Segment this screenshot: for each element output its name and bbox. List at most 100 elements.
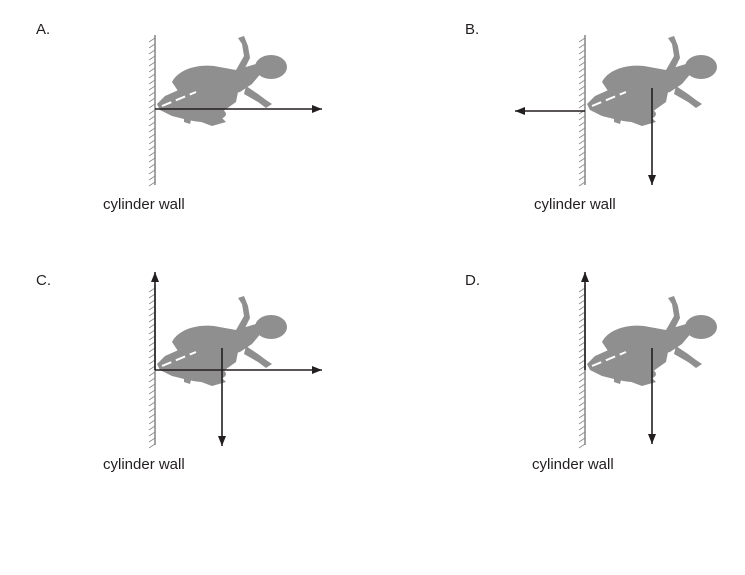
wall-hatch (148, 103, 156, 109)
panel-b: B. cylinder wall (0, 0, 717, 260)
wall-hatch (578, 377, 586, 383)
lower-arm (674, 86, 702, 108)
wall-hatch (148, 79, 156, 85)
wall-hatch (148, 401, 156, 407)
wall-hatch (578, 293, 586, 299)
wall-hatch (578, 323, 586, 329)
wall-hatch (148, 127, 156, 133)
force-arrows (155, 105, 322, 113)
bike-stripe (161, 351, 197, 367)
rider-silhouette (157, 296, 287, 386)
wall-hatch (578, 181, 586, 187)
wall-hatch (148, 323, 156, 329)
rider-silhouette (157, 36, 287, 126)
wall-hatch (578, 115, 586, 121)
panel-d-diagram (578, 272, 717, 449)
wall-hatch (578, 443, 586, 449)
wall-hatch (578, 431, 586, 437)
wall-hatch (578, 121, 586, 127)
panel-c-diagram (148, 272, 322, 449)
cylinder-wall (148, 35, 156, 187)
wall-caption: cylinder wall (534, 196, 616, 213)
wall-hatch (148, 43, 156, 49)
wall-hatch (148, 293, 156, 299)
wall-hatch (148, 175, 156, 181)
arrow-left-head (515, 107, 525, 115)
lower-arm (244, 346, 272, 368)
wall-hatch (148, 91, 156, 97)
wall-caption: cylinder wall (532, 456, 614, 473)
wall-hatch (148, 353, 156, 359)
wall-hatch (578, 341, 586, 347)
helmet-shape (255, 55, 287, 79)
wall-hatch (148, 347, 156, 353)
wall-hatch (578, 91, 586, 97)
wall-hatch (148, 317, 156, 323)
panel-letter: A. (36, 21, 51, 38)
panel-a: A. cylinder wall (0, 0, 370, 260)
wall-hatch (578, 311, 586, 317)
wall-hatch (148, 139, 156, 145)
helmet-shape (685, 315, 717, 339)
leg-shape (184, 368, 192, 384)
wall-hatch (578, 61, 586, 67)
panel-letter: B. (465, 21, 480, 38)
wall-caption: cylinder wall (103, 456, 185, 473)
wall-hatch (578, 55, 586, 61)
wall-hatch (148, 407, 156, 413)
wall-hatch (148, 85, 156, 91)
wall-hatch (578, 169, 586, 175)
rider-torso (172, 64, 262, 96)
raised-arm (666, 296, 680, 330)
wall-hatch (148, 329, 156, 335)
wall-hatch (578, 49, 586, 55)
rider-silhouette (587, 36, 717, 126)
lower-arm (244, 86, 272, 108)
arrow-right-head (312, 366, 322, 374)
panel-letter: C. (36, 272, 51, 289)
wall-hatch (148, 437, 156, 443)
leg-shape (626, 374, 656, 386)
rider-torso (172, 324, 262, 356)
wall-hatch (578, 401, 586, 407)
wall-hatch (578, 335, 586, 341)
bike-stripe (591, 91, 627, 107)
wall-hatch (578, 133, 586, 139)
wall-hatch (148, 395, 156, 401)
wall-hatch (148, 55, 156, 61)
lower-arm (674, 346, 702, 368)
wall-hatch (148, 359, 156, 365)
wall-hatch (148, 97, 156, 103)
wheel-shape (182, 106, 226, 122)
arrow-right-head (312, 105, 322, 113)
wall-hatch (148, 443, 156, 449)
wall-hatch (578, 305, 586, 311)
leg-shape (614, 368, 622, 384)
wheel-shape (612, 106, 656, 122)
force-arrows (151, 272, 322, 446)
panel-d: D. cylinder wall (0, 0, 717, 473)
wall-hatch (148, 49, 156, 55)
wall-hatch (578, 407, 586, 413)
panel-c: C. cylinder wall (0, 0, 370, 473)
raised-arm (666, 36, 680, 70)
wall-hatch (148, 341, 156, 347)
wall-hatch (578, 85, 586, 91)
bike-stripe (161, 91, 197, 107)
wall-hatch (578, 43, 586, 49)
wall-hatch (148, 335, 156, 341)
panel-a-diagram (148, 35, 322, 187)
wall-hatch (578, 97, 586, 103)
arrow-down-head (648, 434, 656, 444)
wall-hatch (578, 175, 586, 181)
force-arrows (515, 88, 656, 185)
wall-hatch (148, 371, 156, 377)
raised-arm (236, 296, 250, 330)
leg-shape (196, 374, 226, 386)
wall-hatch (578, 145, 586, 151)
cylinder-wall (578, 35, 586, 187)
wall-hatch (578, 347, 586, 353)
panel-letter: D. (465, 272, 480, 289)
wall-hatch (148, 133, 156, 139)
cylinder-wall (578, 285, 586, 449)
